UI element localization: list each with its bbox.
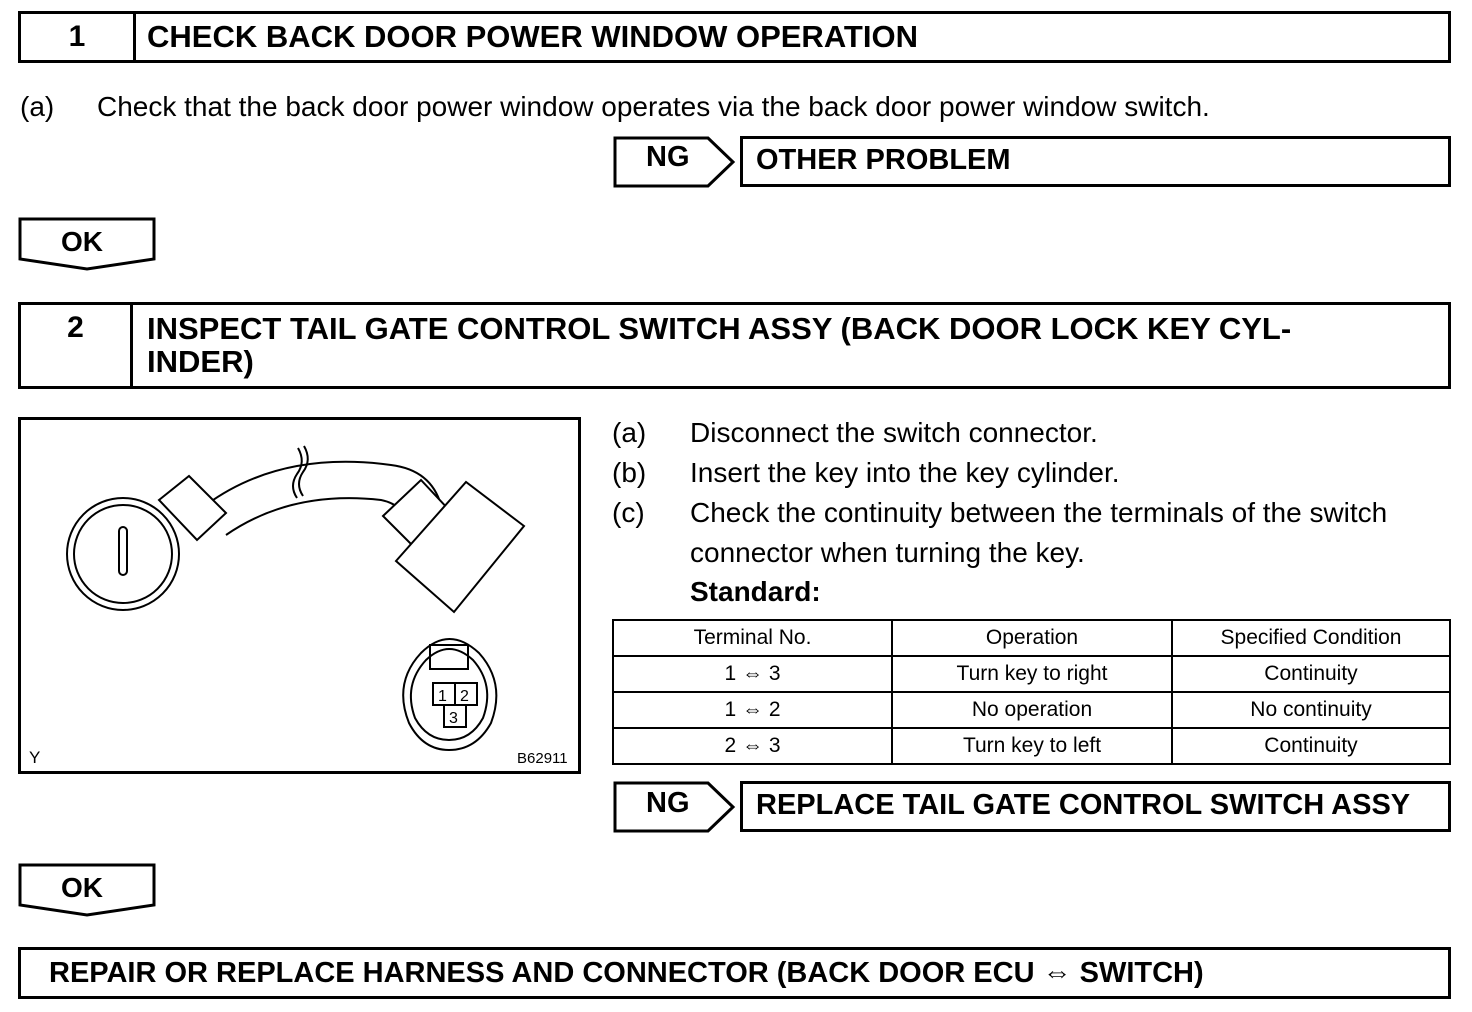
key-cylinder-illustration: 1 2 3 bbox=[66, 445, 526, 752]
instruction-c-text-line-1: Check the continuity between the termina… bbox=[690, 497, 1388, 528]
table-cell: 1 ⇔ 3 bbox=[612, 655, 893, 693]
step-2-title-line-2: INDER) bbox=[147, 344, 254, 379]
final-step-box: REPAIR OR REPLACE HARNESS AND CONNECTOR … bbox=[18, 947, 1451, 999]
instruction-c-text-line-2: connector when turning the key. bbox=[690, 537, 1085, 568]
ng-arrow-1 bbox=[613, 136, 736, 188]
table-cell: 2 ⇔ 3 bbox=[612, 727, 893, 765]
table-cell: Turn key to right bbox=[891, 655, 1173, 693]
instruction-b-text: Insert the key into the key cylinder. bbox=[690, 457, 1120, 488]
step-1-title: CHECK BACK DOOR POWER WINDOW OPERATION bbox=[147, 19, 918, 54]
header-operation: Operation bbox=[891, 619, 1173, 657]
ok-label-2: OK bbox=[61, 872, 103, 903]
instruction-a-text: Disconnect the switch connector. bbox=[690, 417, 1098, 448]
table-cell: No operation bbox=[891, 691, 1173, 729]
step-1-instruction-text: Check that the back door power window op… bbox=[97, 91, 1210, 122]
pin-2-label: 2 bbox=[460, 688, 469, 705]
step-2-title-line-1: INSPECT TAIL GATE CONTROL SWITCH ASSY (B… bbox=[147, 311, 1292, 346]
pin-1-label: 1 bbox=[438, 688, 447, 705]
ng-label-2: NG bbox=[646, 787, 690, 819]
instruction-a-label: (a) bbox=[612, 417, 647, 448]
key-cylinder-figure: 1 2 3 Y B62911 bbox=[18, 417, 581, 774]
instruction-c-label: (c) bbox=[612, 497, 645, 528]
table-header-row: Terminal No. Operation Specified Conditi… bbox=[612, 619, 1451, 657]
table-cell: Continuity bbox=[1171, 727, 1451, 765]
figure-id: B62911 bbox=[517, 750, 568, 767]
table-cell: No continuity bbox=[1171, 691, 1451, 729]
ok-label-1: OK bbox=[61, 226, 103, 257]
header-terminal: Terminal No. bbox=[612, 619, 893, 657]
ok-arrow-1 bbox=[18, 217, 156, 271]
standard-table: Terminal No. Operation Specified Conditi… bbox=[612, 619, 1451, 765]
step-1-instruction-label: (a) bbox=[20, 91, 55, 122]
table-cell: Continuity bbox=[1171, 655, 1451, 693]
step-2-number: 2 bbox=[21, 305, 133, 386]
instruction-b-label: (b) bbox=[612, 457, 647, 488]
table-row: 1 ⇔ 3 Turn key to right Continuity bbox=[612, 655, 1451, 693]
pin-3-label: 3 bbox=[449, 710, 458, 727]
ng-result-1: OTHER PROBLEM bbox=[740, 136, 1451, 187]
table-cell: 1 ⇔ 2 bbox=[612, 691, 893, 729]
ok-arrow-2 bbox=[18, 863, 156, 917]
figure-corner-code: Y bbox=[29, 748, 41, 767]
table-row: 2 ⇔ 3 Turn key to left Continuity bbox=[612, 727, 1451, 765]
ng-result-2: REPLACE TAIL GATE CONTROL SWITCH ASSY bbox=[740, 781, 1451, 832]
table-row: 1 ⇔ 2 No operation No continuity bbox=[612, 691, 1451, 729]
ng-arrow-2 bbox=[613, 781, 736, 833]
step-2-title: INSPECT TAIL GATE CONTROL SWITCH ASSY (B… bbox=[147, 312, 1438, 378]
ng-label-1: NG bbox=[646, 141, 690, 173]
standard-label: Standard: bbox=[690, 576, 821, 607]
step-1-header: 1 CHECK BACK DOOR POWER WINDOW OPERATION bbox=[18, 11, 1451, 63]
header-condition: Specified Condition bbox=[1171, 619, 1451, 657]
final-step-title: REPAIR OR REPLACE HARNESS AND CONNECTOR … bbox=[49, 957, 1204, 989]
step-2-header: 2 INSPECT TAIL GATE CONTROL SWITCH ASSY … bbox=[18, 302, 1451, 389]
table-cell: Turn key to left bbox=[891, 727, 1173, 765]
step-1-number: 1 bbox=[21, 14, 136, 60]
